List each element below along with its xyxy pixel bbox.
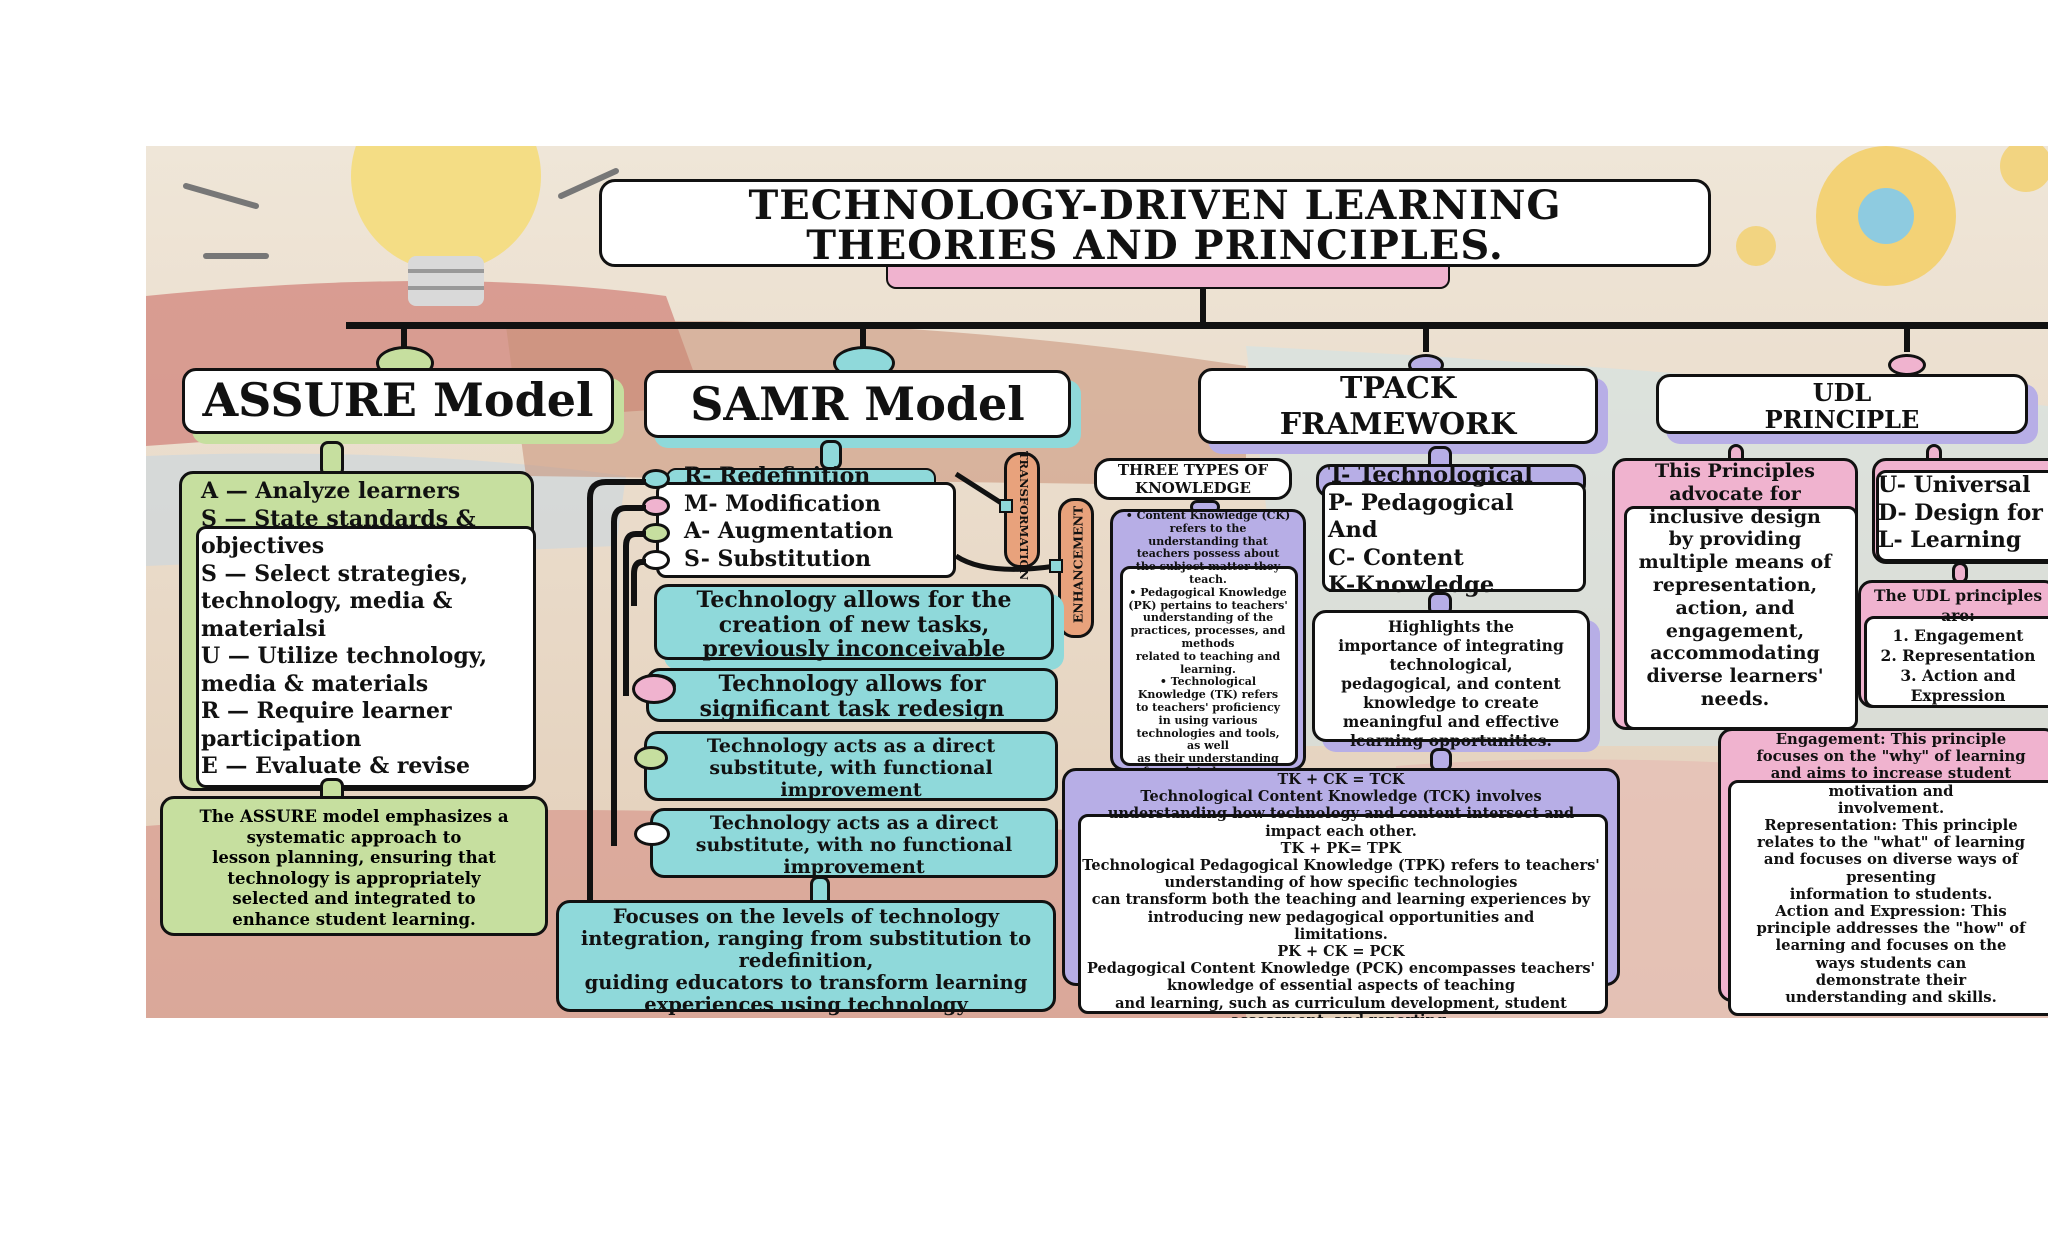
gear-icon	[1736, 146, 2048, 286]
connector-bar	[346, 322, 2048, 329]
samr-desc-redefinition: Technology allows for the creation of ne…	[654, 584, 1054, 661]
samr-brackets	[587, 479, 646, 946]
samr-tag-lines	[954, 471, 1063, 573]
connector	[1423, 322, 1429, 352]
samr-desc-substitution: Technology acts as a direct substitute, …	[650, 808, 1058, 878]
tpack-combinations: TK + CK = TCK Technological Content Know…	[1082, 771, 1600, 1018]
udl-acronym: U- Universal D- Design for L- Learning	[1878, 472, 2043, 553]
connector	[401, 322, 407, 352]
samr-level-modification: M- Modification	[684, 490, 881, 517]
assure-steps-card	[196, 526, 536, 788]
udl-principles: The UDL principles are: 1. Engagement 2.…	[1873, 586, 2043, 705]
samr-desc-dot-a	[634, 746, 668, 770]
assure-heading: ASSURE Model	[182, 368, 614, 434]
udl-advocate: This Principles advocate for inclusive d…	[1638, 460, 1832, 710]
samr-heading: SAMR Model	[644, 370, 1071, 438]
tpack-highlight: Highlights the importance of integrating…	[1312, 610, 1590, 750]
samr-desc-augmentation: Technology acts as a direct substitute, …	[644, 731, 1058, 801]
samr-level-redefinition: R- Redefinition	[684, 463, 871, 489]
samr-summary: Focuses on the levels of technology inte…	[556, 900, 1056, 1016]
samr-levels-card	[656, 482, 956, 578]
tpack-acronym: T- Technological P- Pedagogical And C- C…	[1328, 462, 1533, 598]
samr-level-augmentation: A- Augmentation	[684, 518, 894, 544]
poster: TECHNOLOGY-DRIVEN LEARNING THEORIES AND …	[146, 146, 2048, 1018]
udl-principles-card	[1864, 616, 2048, 708]
assure-summary: The ASSURE model emphasizes a systematic…	[160, 796, 548, 936]
samr-desc-dot-m	[632, 674, 676, 704]
udl-details: Engagement: This principle focuses on th…	[1756, 731, 2026, 1007]
assure-steps: A — Analyze learners S — State standards…	[201, 478, 488, 779]
lightbulb-icon	[183, 146, 619, 306]
samr-level-substitution: S- Substitution	[684, 545, 871, 572]
title-tab	[886, 267, 1450, 289]
udl-details-card	[1728, 780, 2048, 1016]
udl-heading: UDL PRINCIPLE	[1656, 374, 2028, 434]
tpack-combinations-card	[1078, 814, 1608, 1014]
samr-levels: R- Redefinition M- Modification A- Augme…	[684, 463, 893, 573]
page-title: TECHNOLOGY-DRIVEN LEARNING THEORIES AND …	[599, 179, 1711, 267]
connector	[860, 322, 866, 352]
tpack-types-label: THREE TYPES OF KNOWLEDGE	[1094, 458, 1292, 500]
tpack-types-card	[1120, 566, 1298, 766]
samr-desc-modification: Technology allows for significant task r…	[646, 668, 1058, 722]
udl-acronym-card	[1876, 470, 2048, 562]
tpack-heading: TPACK FRAMEWORK	[1198, 368, 1598, 444]
connector	[1200, 287, 1206, 323]
tpack-knowledge-types: • Content Knowledge (CK) refers to the u…	[1125, 509, 1291, 778]
connector	[1904, 322, 1910, 352]
tpack-acronym-card	[1322, 482, 1586, 592]
udl-knob	[1888, 354, 1926, 376]
samr-desc-dot-s	[634, 822, 670, 846]
